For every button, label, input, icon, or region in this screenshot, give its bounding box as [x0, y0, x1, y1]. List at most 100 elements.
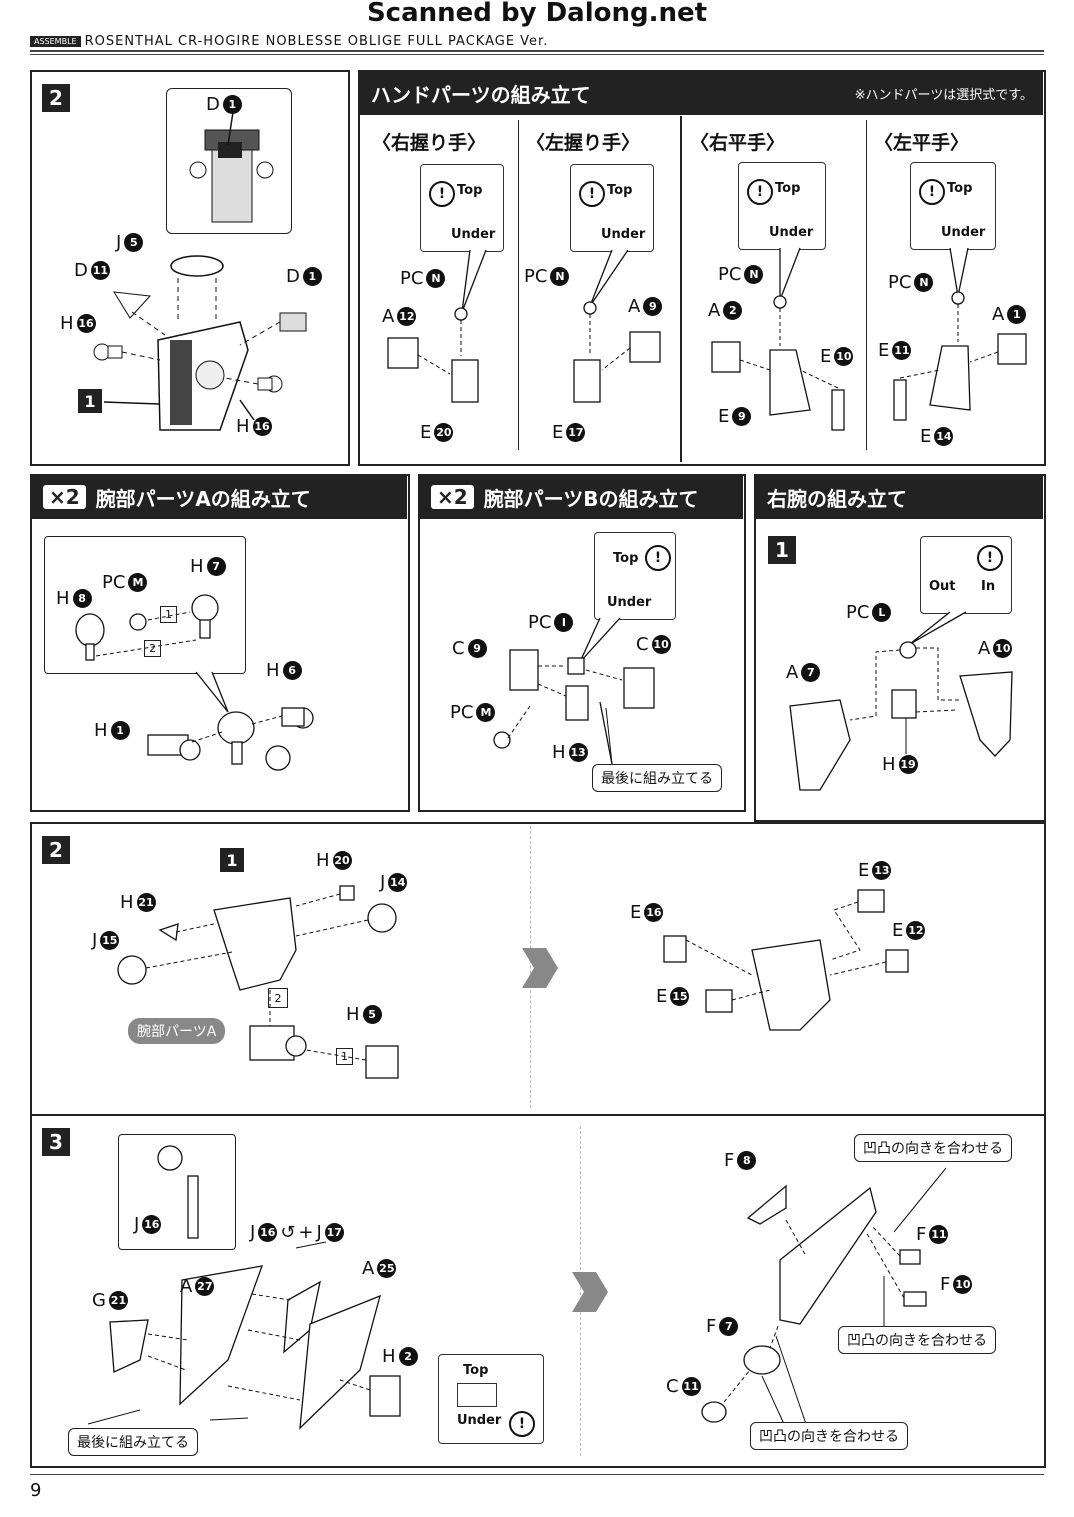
top-under-callout: Top Under ! [438, 1354, 544, 1444]
warning-icon: ! [919, 179, 945, 205]
in-label: In [981, 579, 996, 594]
divider [518, 120, 519, 450]
hand-parts-title: ハンドパーツの組み立て [371, 82, 591, 107]
hand-col-title: 〈右握り手〉 [372, 132, 487, 154]
top-label: Top [607, 183, 633, 198]
hand-parts-titlebar: ハンドパーツの組み立て ※ハンドパーツは選択式です。 [359, 71, 1043, 115]
order-marker: 1 [160, 606, 177, 623]
assemble-tag: ASSEMBLE [30, 36, 81, 47]
step-number: 2 [42, 836, 70, 864]
divider [680, 116, 682, 462]
out-label: Out [929, 579, 956, 594]
order-marker: 2 [268, 988, 288, 1008]
link-icon: ↺ [280, 1222, 296, 1243]
hand-parts-note: ※ハンドパーツは選択式です。 [854, 87, 1033, 103]
out-in-callout: ! Out In [920, 536, 1012, 614]
sub-part-1: 1 [220, 848, 244, 872]
top-under-callout: ! Top Under [420, 164, 504, 252]
divider [580, 1126, 581, 1456]
top-under-callout: ! Top Under [570, 164, 654, 252]
warning-icon: ! [509, 1411, 535, 1437]
under-label: Under [601, 227, 646, 242]
hand-col-title: 〈左平手〉 [874, 132, 970, 154]
top-under-callout: ! Top Under [910, 162, 996, 250]
top-label: Top [775, 181, 801, 196]
hand-col-title: 〈右平手〉 [690, 132, 786, 154]
warning-icon: ! [429, 181, 455, 207]
assemble-last-note: 最後に組み立てる [68, 1428, 198, 1456]
top-under-callout: Top ! Under [594, 532, 676, 620]
under-label: Under [941, 225, 986, 240]
top-label: Top [947, 181, 973, 196]
step-number: 3 [42, 1128, 70, 1156]
hand-col-title: 〈左握り手〉 [526, 132, 641, 154]
arm-parts-a-titlebar: ×2 腕部パーツAの組み立て [31, 475, 407, 519]
divider [530, 826, 531, 1108]
footer-rule [30, 1474, 1044, 1475]
order-marker: 2 [144, 640, 161, 657]
top-label: Top [457, 183, 483, 198]
order-marker: 1 [336, 1048, 353, 1065]
under-label: Under [607, 595, 652, 610]
top-label: Top [463, 1363, 489, 1378]
under-label: Under [451, 227, 496, 242]
scan-watermark-title: Scanned by Dalong.net [366, 0, 708, 28]
under-label: Under [457, 1413, 502, 1428]
header-rule [30, 50, 1044, 52]
times-two-badge: ×2 [431, 485, 474, 509]
align-note: 凹凸の向きを合わせる [750, 1422, 908, 1450]
arm-parts-b-titlebar: ×2 腕部パーツBの組み立て [419, 475, 743, 519]
